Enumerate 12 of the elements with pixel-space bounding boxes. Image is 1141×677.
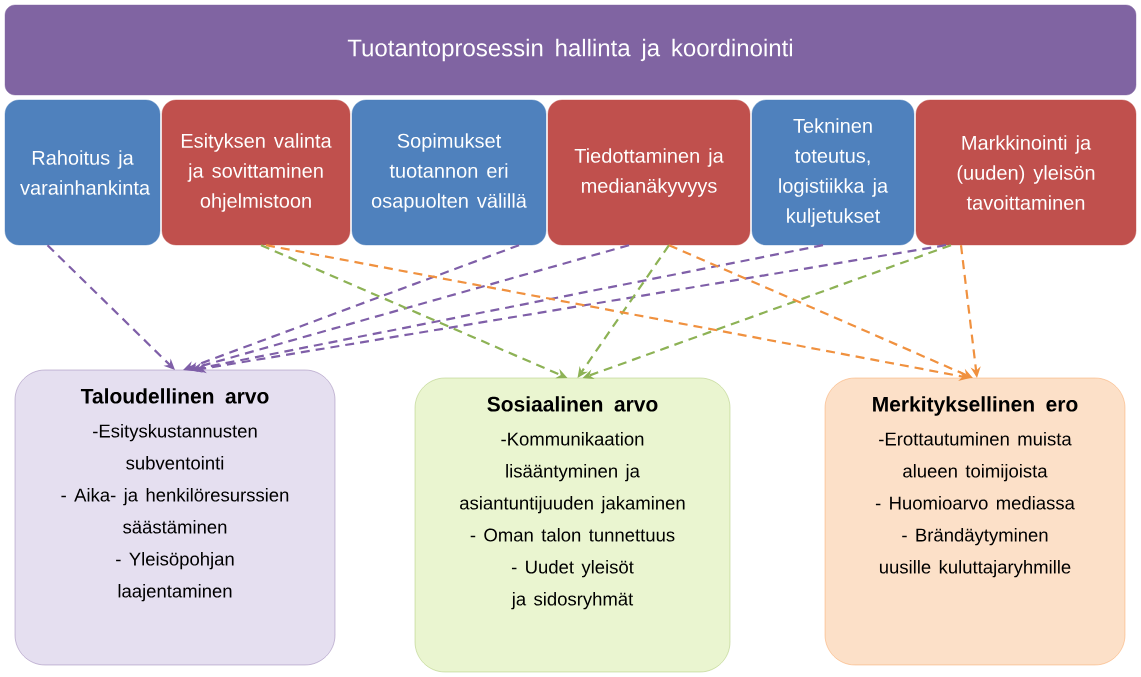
arrow xyxy=(577,244,670,378)
task-box: Rahoitus ja varainhankinta xyxy=(4,99,161,246)
value-box: Sosiaalinen arvo -Kommunikaation lisääntyminen ja asiantuntijuuden jakaminen - Oman talon tunnettuus - Uudet yleisöt ja sidosryhmät xyxy=(414,377,731,673)
title-band: Tuotantoprosessin hallinta ja koordinointi xyxy=(4,4,1137,96)
task-box: Tekninen toteutus, logistiikka ja kuljetukset xyxy=(751,99,915,246)
task-box: Markkinointi ja (uuden) yleisön tavoittaminen xyxy=(915,99,1137,246)
arrow xyxy=(46,244,175,370)
task-box: Tiedottaminen ja medianäkyvyys xyxy=(547,99,751,246)
value-box: Merkityksellinen ero -Erottautuminen muista alueen toimijoista - Huomioarvo mediassa - Brändäytyminen uusille kuluttajaryhmille xyxy=(824,377,1126,666)
task-box: Sopimukset tuotannon eri osapuolten välillä xyxy=(351,99,547,246)
task-box: Esityksen valinta ja sovittaminen ohjelmistoon xyxy=(161,99,351,246)
value-box: Taloudellinen arvo -Esityskustannusten subventointi - Aika- ja henkilöresurssien säästäminen - Yleisöpohjan laajentaminen xyxy=(14,369,336,666)
